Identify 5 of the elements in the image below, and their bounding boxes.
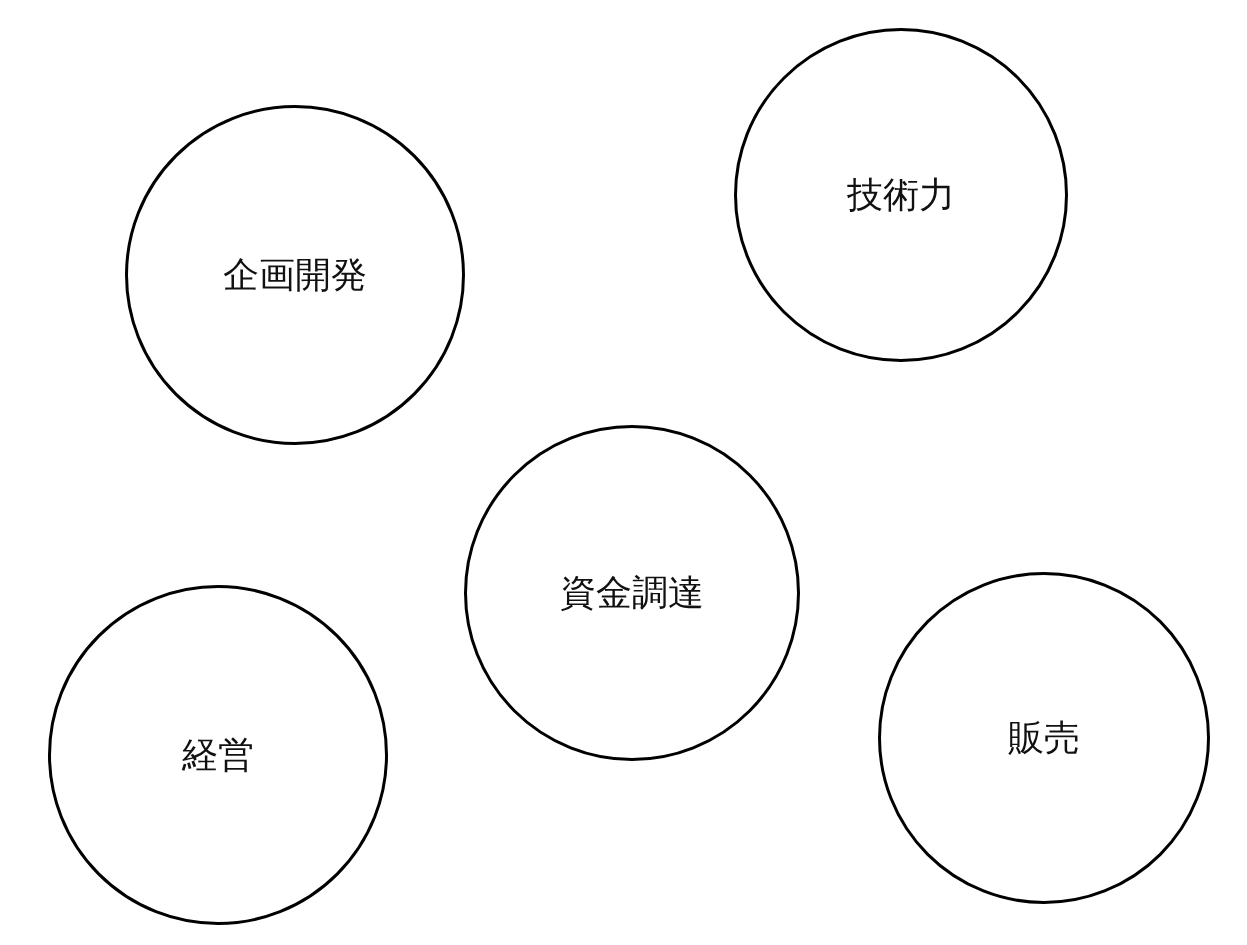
node-label: 経営 [182,732,254,777]
node-label: 販売 [1008,715,1080,760]
node-label: 技術力 [847,172,955,217]
node-label: 資金調達 [560,570,704,615]
node-label: 企画開発 [223,252,367,297]
